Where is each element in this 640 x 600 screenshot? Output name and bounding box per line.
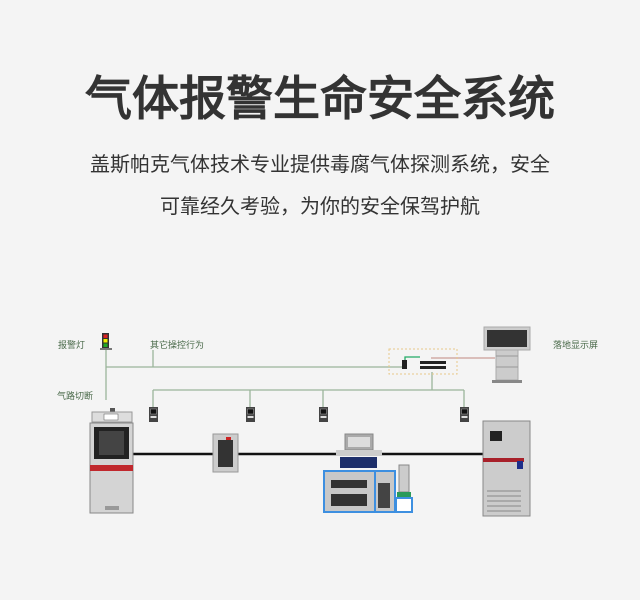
- valve-box-icon: [212, 433, 239, 473]
- signal-lines: [105, 350, 465, 407]
- alarm-light-icon: [100, 333, 112, 350]
- gas-detector-icon: [460, 407, 469, 422]
- page-title: 气体报警生命安全系统: [85, 72, 555, 127]
- alarm-light-label: 报警灯: [58, 341, 86, 351]
- other-controls-label: 其它操控行为: [150, 341, 205, 351]
- gas-detector-icon: [149, 407, 158, 422]
- network-switch-icon: [388, 348, 458, 375]
- gas-detector-icon: [246, 407, 255, 422]
- gas-cabinet-icon: [89, 408, 134, 514]
- floor-display-label: 落地显示屏: [553, 341, 599, 351]
- control-cabinet-icon: [482, 420, 531, 517]
- gas-detector-icon: [319, 407, 328, 422]
- gas-analyzer-icon: [323, 433, 413, 513]
- subtitle-line-1: 盖斯帕克气体技术专业提供毒腐气体探测系统，安全: [90, 152, 550, 176]
- gas-cutoff-label: 气路切断: [57, 392, 94, 402]
- floor-display-icon: [483, 326, 531, 383]
- gas-detectors: [149, 407, 469, 422]
- subtitle-line-2: 可靠经久考验，为你的安全保驾护航: [160, 194, 480, 218]
